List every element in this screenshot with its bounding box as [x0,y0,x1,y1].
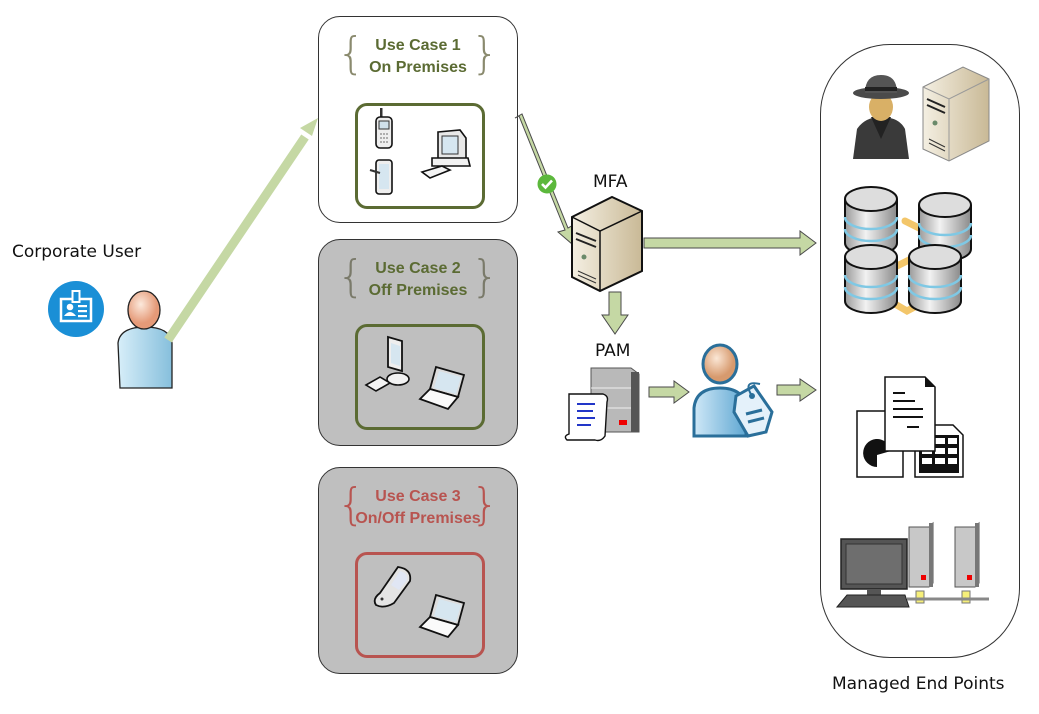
use-case-1-line2: On Premises [369,59,467,76]
right-brace: } [471,251,499,302]
use-case-1-line1: Use Case 1 [375,37,461,54]
mfa-label: MFA [593,172,628,192]
left-brace: { [337,28,365,79]
id-badge-icon [48,281,104,337]
mfa-server-icon [571,195,643,293]
arrow-identity-to-endpoints [776,378,817,402]
left-brace: { [337,479,365,530]
arrow-mfa-to-endpoints [643,230,817,256]
use-case-2-title: Use Case 2 Off Premises [319,258,517,302]
pam-server-script-icon [564,367,640,442]
right-brace: } [471,479,499,530]
monitor-keyboard-icon [364,335,410,392]
use-case-1-panel: { } Use Case 1 On Premises [318,16,518,223]
use-case-1-devices [355,103,485,209]
checkmark-icon [537,174,557,194]
desktop-computer-icon [420,129,472,179]
arrow-pam-to-identity [648,380,690,404]
right-brace: } [471,28,499,79]
server-tower-icon [922,66,990,162]
use-case-3-title: Use Case 3 On/Off Premises [319,486,517,530]
user-tag-icon [692,343,774,438]
laptop-icon [418,365,466,411]
use-case-1-title: Use Case 1 On Premises [319,35,517,79]
use-case-3-devices [355,552,485,658]
use-case-2-devices [355,324,485,430]
tablet-icon [369,159,393,195]
documents-icon [856,376,964,478]
use-case-2-panel: { } Use Case 2 Off Premises [318,239,518,446]
left-brace: { [337,251,365,302]
laptop-icon [418,593,466,639]
pam-label: PAM [595,341,631,361]
cell-phone-icon [375,108,393,149]
flip-phone-icon [373,566,412,608]
use-case-2-line1: Use Case 2 [375,260,461,277]
use-case-3-panel: { } Use Case 3 On/Off Premises [318,467,518,674]
corporate-user-label: Corporate User [12,242,142,262]
managed-endpoints-panel [820,44,1020,658]
use-case-3-line2: On/Off Premises [355,510,481,527]
use-case-3-line1: Use Case 3 [375,488,461,505]
arrow-mfa-to-pam [601,291,629,335]
managed-endpoints-label: Managed End Points [832,674,1005,694]
use-case-2-line2: Off Premises [368,282,468,299]
database-cluster-icon [843,186,973,316]
spy-user-icon [853,75,909,159]
user-icon [117,290,173,389]
network-workstation-icon [835,521,989,608]
